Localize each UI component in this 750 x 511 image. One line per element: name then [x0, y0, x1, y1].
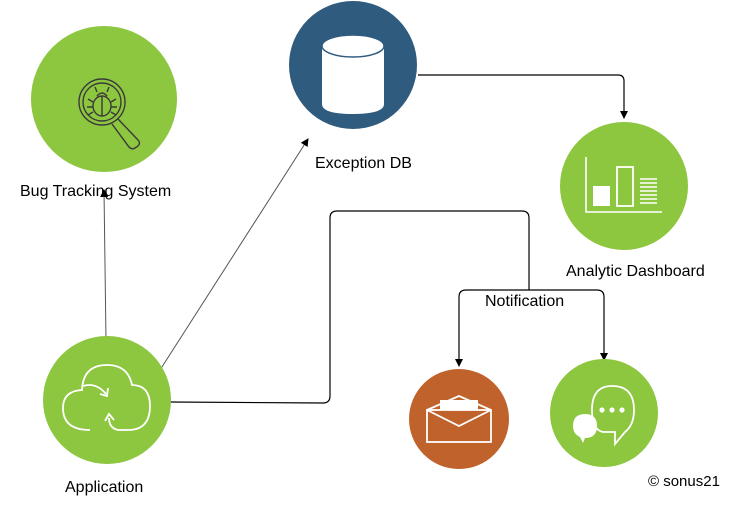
envelope-icon: [426, 395, 492, 443]
copyright-text: © sonus21: [648, 473, 720, 490]
edge-notification-to-email[interactable]: [455, 289, 529, 367]
node-exception-db[interactable]: [289, 1, 417, 129]
edge-notification-to-chat[interactable]: [529, 289, 608, 361]
bar-chart-icon: [585, 157, 662, 213]
edge-application-to-exception-db[interactable]: [159, 138, 309, 371]
bug-magnifier-icon: [78, 78, 141, 150]
chat-bubbles-icon: [573, 385, 635, 447]
edge-exception-db-to-dashboard[interactable]: [418, 74, 628, 119]
node-application[interactable]: [43, 336, 171, 464]
node-analytic-dashboard-circle: [560, 122, 688, 250]
edge-application-to-notification[interactable]: [169, 210, 530, 404]
node-application-label: Application: [65, 479, 144, 496]
node-bug-tracking-circle: [31, 26, 177, 172]
edges: [100, 74, 628, 404]
edge-application-to-bug-tracking[interactable]: [100, 189, 109, 341]
node-chat[interactable]: [550, 359, 658, 467]
node-chat-circle: [550, 359, 658, 467]
database-cylinder-icon: [321, 34, 385, 114]
node-application-circle: [43, 336, 171, 464]
node-bug-tracking-label: Bug Tracking System: [20, 183, 172, 200]
node-bug-tracking[interactable]: [31, 26, 177, 172]
node-email-circle: [409, 369, 509, 469]
cloud-sync-icon: [62, 364, 151, 431]
edge-notification-label: Notification: [485, 293, 565, 310]
node-email[interactable]: [409, 369, 509, 469]
node-analytic-dashboard[interactable]: [560, 122, 688, 250]
node-analytic-dashboard-label: Analytic Dashboard: [566, 263, 705, 280]
node-exception-db-label: Exception DB: [315, 155, 412, 172]
